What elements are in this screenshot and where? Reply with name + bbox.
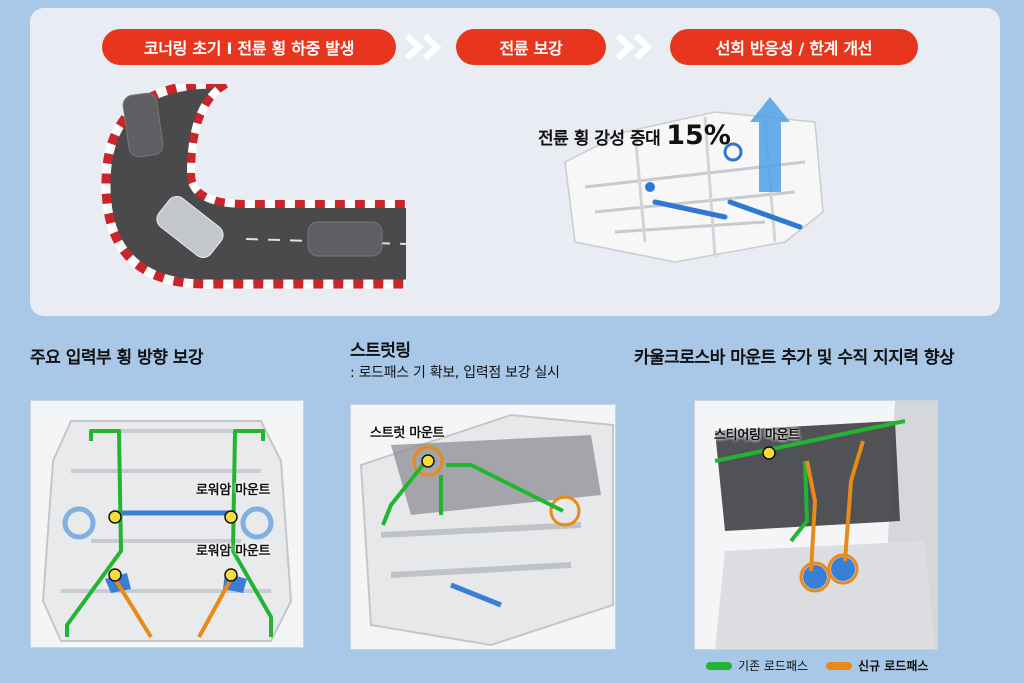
cowl-crossbar-image <box>714 401 937 649</box>
chassis-underbody-image <box>41 420 293 642</box>
step-2-pill: 전륜 보강 <box>456 29 606 65</box>
strut-mount-label: 스트럿 마운트 <box>370 426 445 441</box>
chevron-right-icon <box>616 34 653 60</box>
chevron-right-icon <box>405 34 442 60</box>
section-3-title: 카울크로스바 마운트 추가 및 수직 지지력 향상 <box>634 348 955 368</box>
lower-arm-mount-photo <box>30 400 304 648</box>
legend-new-label: 신규 로드패스 <box>858 659 929 673</box>
strut-tower-image <box>359 413 614 647</box>
section-2-title: 스트럿링 <box>350 341 411 361</box>
cowl-crossbar-photo <box>694 400 938 650</box>
stat-value: 15% <box>666 120 731 151</box>
section-2-subtitle: : 로드패스 기 확보, 입력점 보강 실시 <box>350 365 560 381</box>
strut-ring-photo <box>350 404 616 650</box>
stat-label: 전륜 횡 강성 증대 <box>538 129 661 149</box>
cornering-road-illustration <box>101 84 406 289</box>
stiffness-stat: 전륜 횡 강성 증대 15% <box>538 120 731 151</box>
existing-path-swatch <box>706 661 732 670</box>
step-1-pill: 코너링 초기 I 전륜 횡 하중 발생 <box>102 29 396 65</box>
front-chassis-illustration <box>564 97 824 263</box>
new-path-swatch <box>826 661 852 670</box>
legend-existing-label: 기존 로드패스 <box>738 659 809 673</box>
lower-arm-mount-label-2: 로워암 마운트 <box>196 544 271 559</box>
legend-existing: 기존 로드패스 <box>706 657 808 674</box>
step-3-pill: 선회 반응성 / 한계 개선 <box>670 29 918 65</box>
section-1-title: 주요 입력부 횡 방향 보강 <box>30 348 204 368</box>
lower-arm-mount-label-1: 로워암 마운트 <box>196 483 271 498</box>
legend-new: 신규 로드패스 <box>826 657 928 674</box>
steering-mount-label: 스티어링 마운트 <box>714 428 800 443</box>
